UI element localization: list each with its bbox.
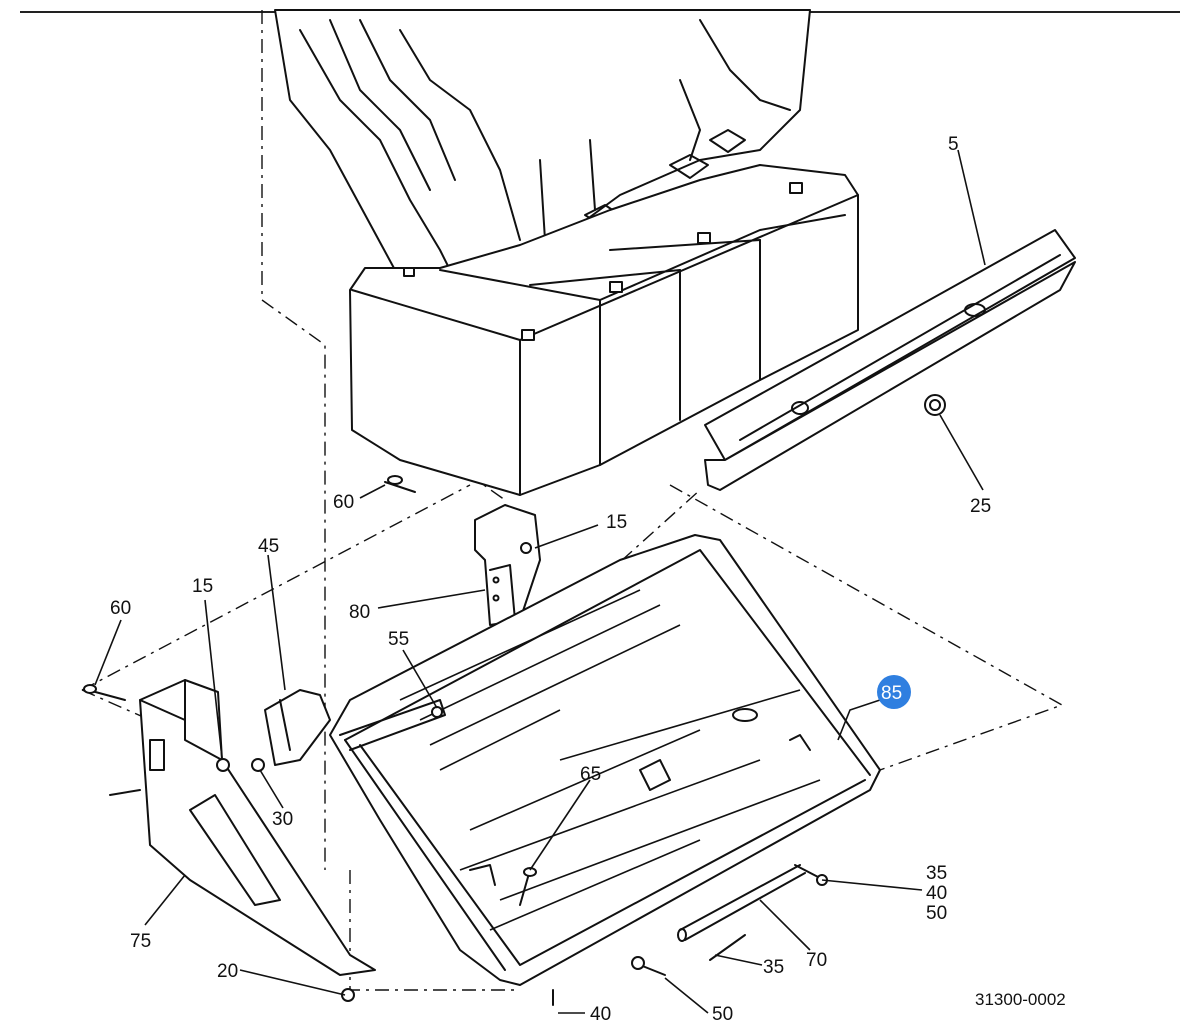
callout-40-bottom: 40 [590, 1004, 611, 1025]
callout-35-right: 35 [926, 863, 947, 884]
callout-50-right: 50 [926, 903, 947, 924]
callout-5: 5 [948, 134, 959, 155]
callout-15-center: 15 [606, 512, 627, 533]
fasteners-left [83, 684, 355, 1002]
nut-25 [924, 394, 946, 416]
callout-50-bottom: 50 [712, 1004, 733, 1025]
rod-70 [519, 864, 828, 1006]
callout-85-highlight-circle [877, 675, 911, 709]
leader-lines [94, 149, 986, 1014]
callout-25: 25 [970, 496, 991, 517]
bolt-60-upper [384, 475, 416, 493]
callout-30: 30 [272, 809, 293, 830]
batteries [349, 164, 859, 496]
callout-60-upper: 60 [333, 492, 354, 513]
battery-tray [329, 534, 881, 986]
hold-down-bar [704, 229, 1076, 491]
callout-20: 20 [217, 961, 238, 982]
callout-55: 55 [388, 629, 409, 650]
callout-65: 65 [580, 764, 601, 785]
figure-number: 31300-0002 [975, 990, 1066, 1009]
callout-85-highlighted[interactable]: 85 [877, 675, 911, 709]
callout-35-bottom: 35 [763, 957, 784, 978]
callout-85: 85 [881, 683, 902, 704]
side-support-75 [109, 679, 376, 976]
battery-cover [274, 9, 811, 306]
callout-80: 80 [349, 602, 370, 623]
callout-40-right: 40 [926, 883, 947, 904]
callout-45: 45 [258, 536, 279, 557]
callout-60-left: 60 [110, 598, 131, 619]
callout-75: 75 [130, 931, 151, 952]
callout-70: 70 [806, 950, 827, 971]
bracket-45 [264, 689, 331, 766]
callout-15-left: 15 [192, 576, 213, 597]
callout-labels: 5 25 60 15 45 60 15 80 55 85 30 65 35 40… [110, 134, 1066, 1025]
